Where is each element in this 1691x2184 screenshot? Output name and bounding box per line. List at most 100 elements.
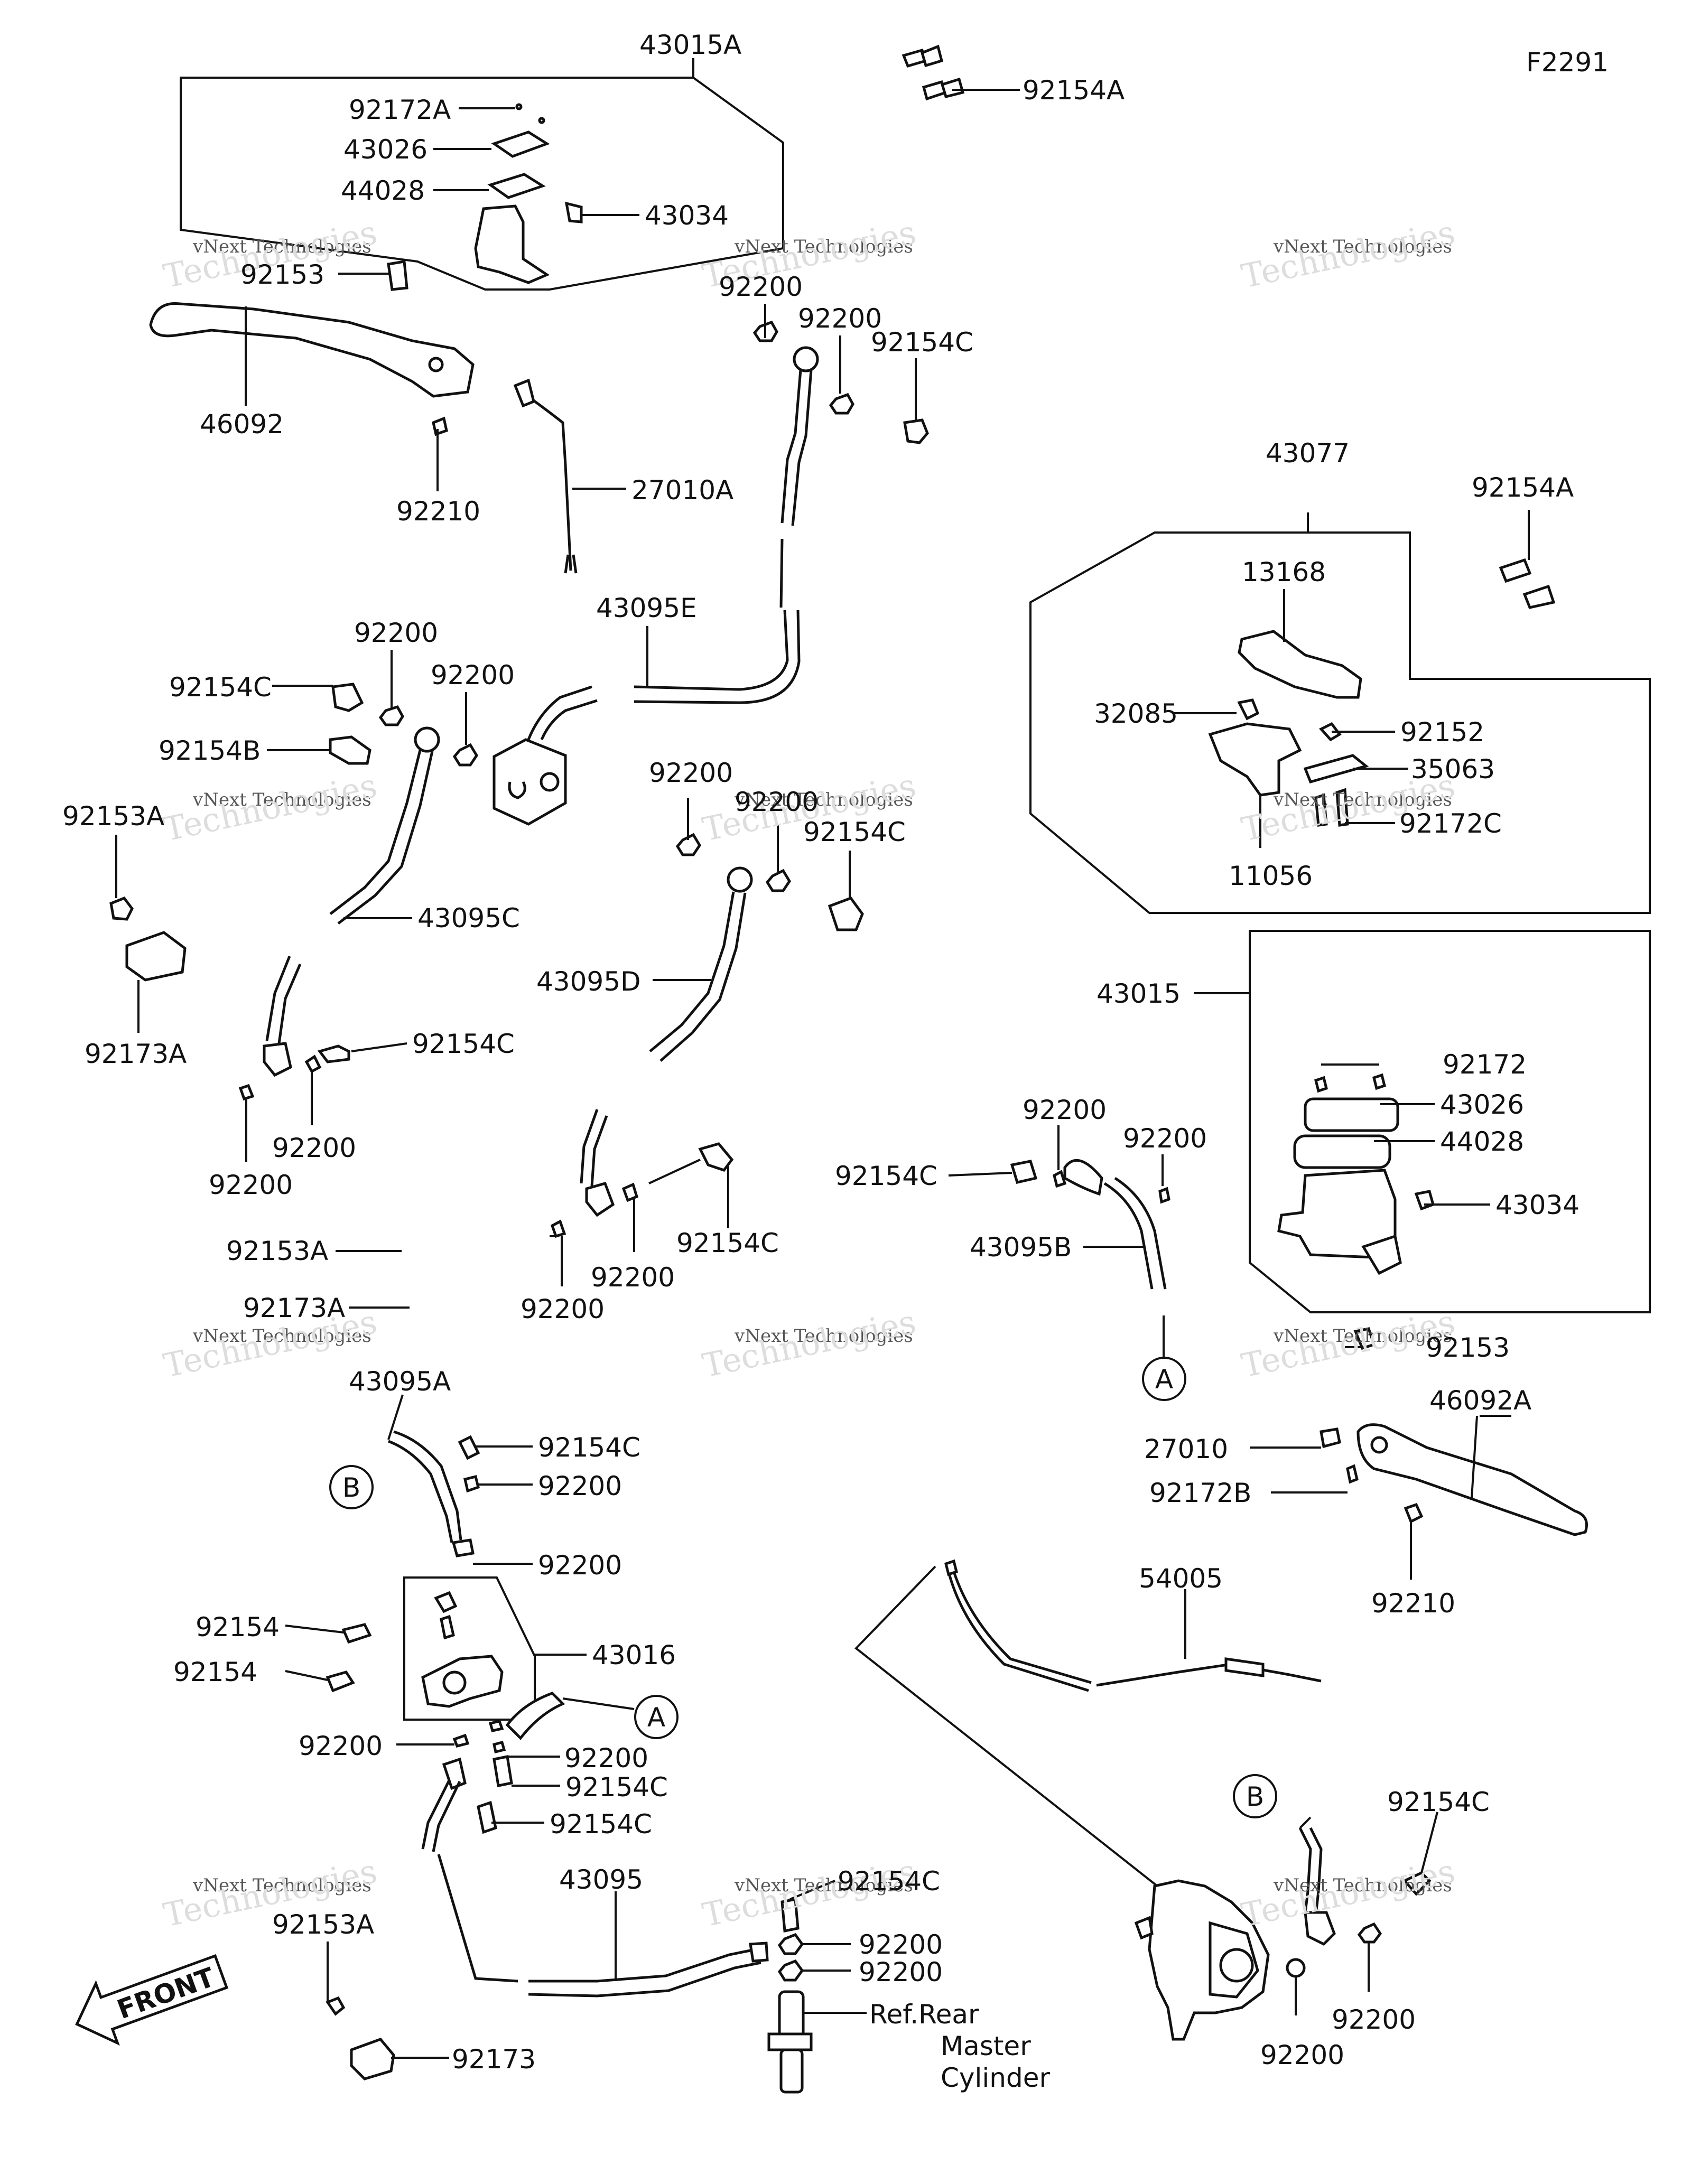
assembly-box-43077: [1029, 531, 1651, 914]
label-43077: 43077: [1266, 438, 1350, 469]
svg-text:Technologies: Technologies: [1238, 213, 1458, 296]
label-92154C-f: 92154C: [676, 1228, 779, 1258]
label-92154A-top: 92154A: [1023, 75, 1125, 106]
svg-text:vNext Technologies: vNext Technologies: [1273, 789, 1452, 810]
label-92154C-e: 92154C: [835, 1161, 937, 1191]
svg-text:vNext Technologies: vNext Technologies: [734, 789, 913, 810]
svg-text:vNext Technologies: vNext Technologies: [192, 236, 371, 257]
label-92153A-a: 92153A: [62, 801, 164, 832]
svg-text:vNext Technologies: vNext Technologies: [734, 236, 913, 257]
valve-unit-43016-parts: [421, 1591, 504, 1708]
master-cylinder-43015-parts: [1277, 1073, 1435, 1275]
label-92210-right: 92210: [1371, 1588, 1455, 1619]
brake-lever-46092: [149, 260, 475, 436]
label-92154-b: 92154: [173, 1657, 257, 1687]
label-92200-j: 92200: [1123, 1123, 1207, 1154]
callout-B-left: B: [329, 1465, 374, 1509]
brake-hose-43095B: [1010, 1159, 1167, 1290]
switch-assembly-43077-parts: [1208, 630, 1369, 827]
label-92154C-g: 92154C: [538, 1432, 640, 1463]
label-27010: 27010: [1144, 1434, 1228, 1464]
label-92172B: 92172B: [1149, 1478, 1251, 1508]
small-parts-left-lower: [238, 1044, 350, 1101]
lower-hose-segment: [421, 1692, 565, 1852]
label-43015A: 43015A: [639, 30, 741, 60]
label-92172A: 92172A: [349, 95, 451, 125]
svg-text:A: A: [1155, 1364, 1173, 1395]
label-92154C-a: 92154C: [871, 327, 973, 358]
small-parts-43095B: [1053, 1170, 1170, 1204]
caliper-assembly: [1134, 1879, 1270, 2041]
label-92200-a: 92200: [719, 272, 803, 302]
label-92200-c: 92200: [354, 618, 438, 648]
label-92200-s: 92200: [1332, 2004, 1416, 2035]
label-43016: 43016: [592, 1640, 676, 1670]
label-43026-top: 43026: [343, 134, 428, 165]
label-27010A: 27010A: [631, 475, 733, 506]
label-43095: 43095: [559, 1864, 643, 1895]
label-44028-top: 44028: [341, 175, 425, 206]
svg-text:vNext Technologies: vNext Technologies: [734, 1875, 913, 1896]
label-92153-left: 92153: [240, 259, 324, 290]
label-92200-n: 92200: [538, 1550, 622, 1581]
assembly-box-43016: [403, 1576, 536, 1721]
svg-text:vNext Technologies: vNext Technologies: [192, 1875, 371, 1896]
callout-A-upper: A: [1142, 1357, 1186, 1401]
label-92200-t: 92200: [1260, 2040, 1344, 2070]
label-92173: 92173: [452, 2044, 536, 2075]
assembly-box-43015A: [180, 77, 784, 291]
label-92154A-right: 92154A: [1472, 472, 1574, 503]
label-92200-l: 92200: [521, 1294, 605, 1324]
label-92200-m: 92200: [538, 1471, 622, 1501]
front-direction-arrow: FRONT: [75, 1954, 229, 2046]
svg-text:vNext Technologies: vNext Technologies: [734, 1326, 913, 1347]
label-92154C-h: 92154C: [565, 1772, 668, 1803]
callout-A-lower: A: [634, 1695, 679, 1739]
label-92172: 92172: [1443, 1049, 1527, 1080]
label-92200-g: 92200: [272, 1133, 356, 1163]
label-43026: 43026: [1440, 1089, 1524, 1120]
label-35063: 35063: [1411, 754, 1495, 785]
svg-text:B: B: [1246, 1781, 1264, 1812]
svg-text:A: A: [647, 1702, 665, 1733]
brake-hose-43095E: [527, 346, 819, 740]
bolt-92154A-top: [902, 44, 965, 101]
label-92200-d: 92200: [431, 660, 515, 690]
label-92200-r: 92200: [859, 1957, 943, 1987]
label-92210-left: 92210: [396, 496, 480, 527]
label-92153A-b: 92153A: [226, 1236, 328, 1266]
brake-hose-43095C: [263, 726, 440, 1077]
label-92200-b: 92200: [798, 303, 882, 334]
label-43095D: 43095D: [536, 966, 641, 997]
svg-text:Technologies: Technologies: [1238, 1852, 1458, 1935]
front-label: FRONT: [113, 1962, 218, 2025]
bolts-left-group: [329, 683, 701, 856]
label-92154C-b: 92154C: [169, 672, 272, 703]
label-92200-o: 92200: [299, 1731, 383, 1761]
label-92200-k: 92200: [591, 1262, 675, 1293]
label-92200-q: 92200: [859, 1929, 943, 1960]
clamp-92173-bottom: [326, 1996, 395, 2080]
svg-text:vNext Technologies: vNext Technologies: [1273, 1326, 1452, 1347]
label-92153A-c: 92153A: [272, 1909, 374, 1940]
label-43095C: 43095C: [417, 903, 520, 934]
leader-lines: [115, 58, 1530, 2059]
svg-text:Technologies: Technologies: [699, 1302, 919, 1385]
label-43095A: 43095A: [349, 1366, 451, 1397]
svg-text:Cylinder: Cylinder: [941, 2062, 1050, 2093]
label-32085: 32085: [1094, 698, 1178, 729]
label-43034: 43034: [1495, 1190, 1579, 1220]
label-44028: 44028: [1440, 1126, 1524, 1157]
cable-to-caliper-leader: [854, 1565, 1158, 1887]
svg-text:Technologies: Technologies: [160, 766, 380, 849]
brake-hose-43095A: [388, 1430, 480, 1557]
master-cylinder-43015A-parts: [474, 103, 583, 284]
label-92173A-a: 92173A: [85, 1039, 187, 1069]
bolts-center-group: [550, 869, 864, 1238]
bolts-lower-left: [326, 1623, 513, 1834]
clutch-cable-54005: [944, 1559, 1322, 1692]
svg-text:vNext Technologies: vNext Technologies: [192, 1326, 371, 1347]
label-92154C-j: 92154C: [1387, 1787, 1490, 1817]
label-46092: 46092: [200, 409, 284, 440]
